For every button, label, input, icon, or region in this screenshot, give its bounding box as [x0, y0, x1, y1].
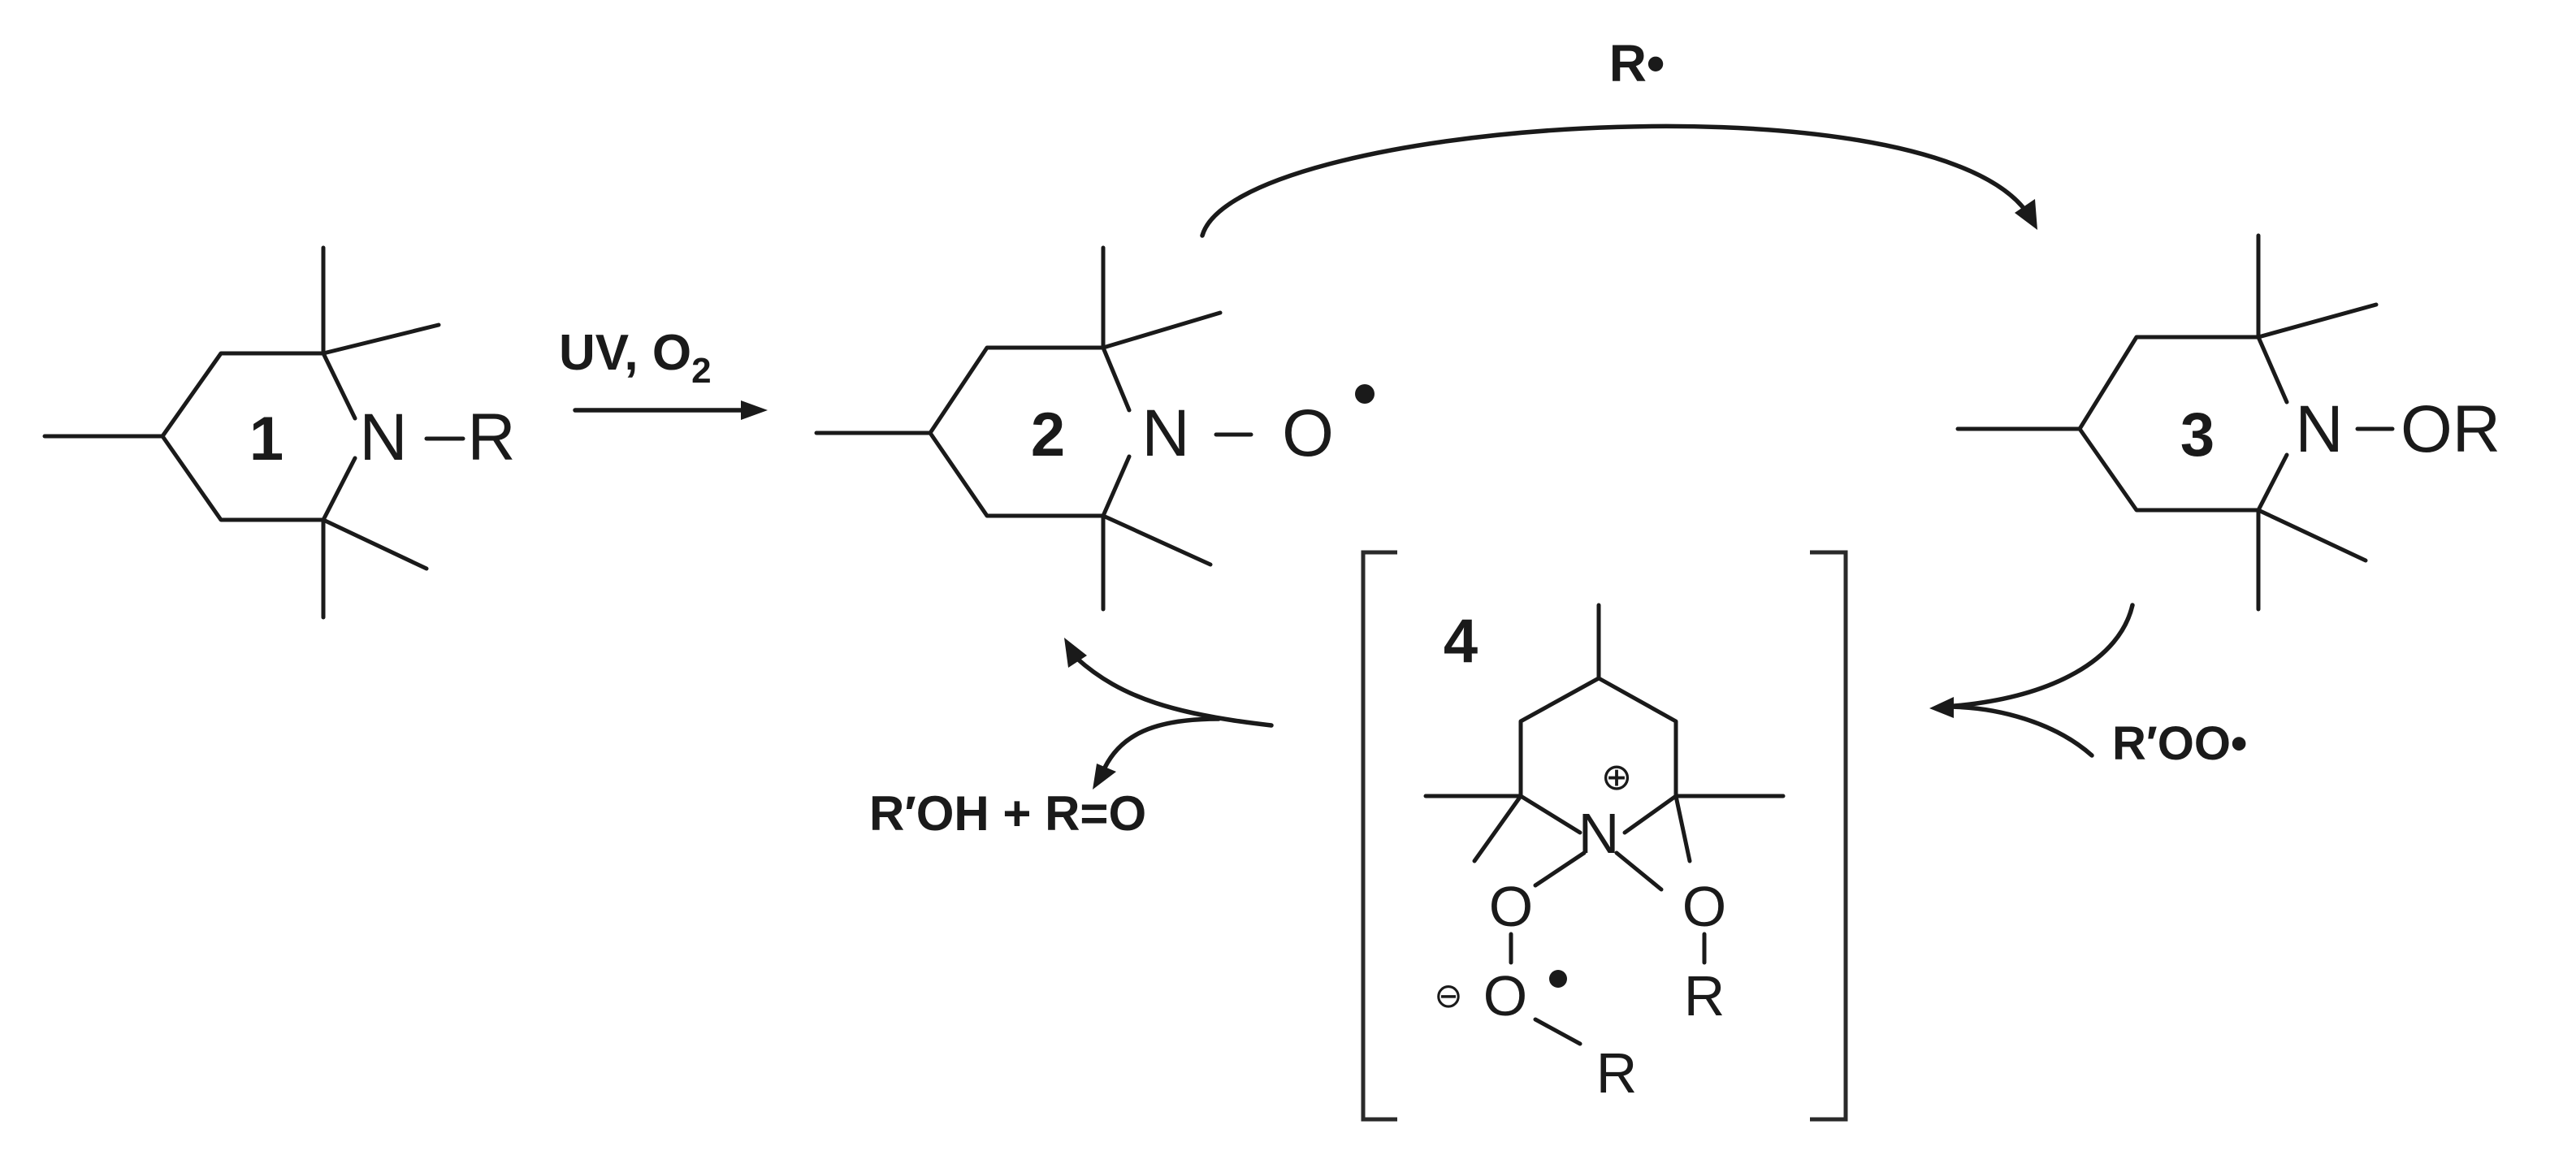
- regeneration-arrow: [1064, 638, 1274, 790]
- radical-addition-arrow: [1200, 123, 2037, 238]
- compound-3-bonds: [1955, 233, 2395, 612]
- compound-2-oxygen: O: [1282, 396, 1334, 470]
- byproducts-label: R′OH + R=O: [869, 786, 1146, 841]
- compound-4-oxygen-left-bottom: O: [1483, 964, 1527, 1028]
- compound-1-r-group: R: [467, 400, 515, 474]
- compound-4-radical-dot: [1549, 970, 1567, 988]
- compound-4-positive-charge: ⊕: [1601, 755, 1633, 798]
- compound-2-radical-dot: [1355, 384, 1375, 404]
- compound-3-or-group: OR: [2401, 392, 2500, 466]
- intermediate-4-brackets: [1361, 550, 1848, 1122]
- compound-4-oxygen-left-top: O: [1489, 875, 1533, 938]
- compound-4-bonds: [1423, 603, 1786, 1046]
- compound-3-number: 3: [2180, 400, 2214, 469]
- compound-2-bonds: [814, 245, 1253, 612]
- compound-3: 3 N OR: [1955, 233, 2500, 612]
- peroxy-radical-label: R′OO•: [2112, 717, 2247, 770]
- compound-4-negative-charge: ⊖: [1434, 976, 1462, 1015]
- peroxy-arrow: [1929, 603, 2135, 758]
- compound-4-oxygen-right: O: [1682, 875, 1726, 938]
- compound-3-nitrogen: N: [2295, 392, 2343, 466]
- reaction-arrow-1-to-2: [573, 400, 768, 420]
- compound-1-nitrogen: N: [359, 400, 407, 474]
- compound-4: 4 N ⊕ O O ⊖ O R R: [1423, 603, 1786, 1105]
- radical-r-label: R•: [1609, 34, 1665, 93]
- compound-2: 2 N O: [814, 245, 1375, 612]
- compound-4-nitrogen: N: [1578, 802, 1620, 865]
- compound-4-number: 4: [1444, 607, 1478, 676]
- compound-4-r-left: R: [1596, 1041, 1638, 1105]
- uv-o2-label: UV, O2: [559, 325, 712, 391]
- compound-2-number: 2: [1031, 400, 1065, 469]
- compound-1-bonds: [42, 245, 465, 620]
- compound-4-r-right: R: [1684, 964, 1725, 1028]
- compound-1-number: 1: [249, 405, 284, 474]
- compound-2-nitrogen: N: [1141, 396, 1189, 470]
- compound-1: 1 N R: [42, 245, 516, 620]
